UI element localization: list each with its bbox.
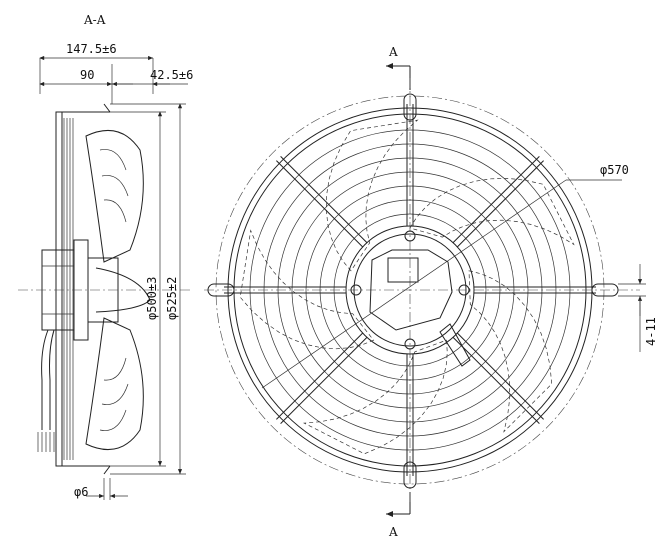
side-cable [37, 329, 55, 452]
hub-bolt-top [404, 230, 416, 242]
dimension-hole: φ6 [74, 478, 128, 500]
guard-to-hub-label: 90 [80, 68, 94, 82]
guard-spoke [452, 337, 540, 424]
section-mark-top: A [386, 45, 411, 90]
hub-bolt-right [458, 284, 470, 296]
dimension-overall-depth: 147.5±6 [39, 42, 154, 94]
fan-blade [302, 339, 448, 455]
guard-spoke [457, 332, 544, 420]
front-view: A A [204, 45, 658, 539]
dimension-guard-diameter: φ500±3 [110, 111, 166, 467]
mount-feet [207, 93, 619, 489]
hole-diameter-label: φ6 [74, 485, 88, 499]
fan-blade [409, 178, 575, 246]
mount-diameter-label: φ525±2 [165, 277, 179, 320]
guard-spoke [276, 332, 363, 420]
section-mark-bottom: A [386, 492, 411, 539]
fan-blade [239, 229, 375, 350]
fan-blades [239, 119, 575, 455]
cable-gland [439, 323, 471, 367]
guard-spoke [452, 156, 540, 243]
overall-depth-label: 147.5±6 [66, 42, 117, 56]
side-blades [85, 129, 151, 451]
side-view: A-A 147.5±6 90 42.5±6 [18, 13, 193, 500]
outer-diameter-label: φ570 [600, 163, 629, 177]
section-label: A-A [83, 13, 106, 27]
dimension-mount-diameter: φ525±2 [110, 103, 186, 475]
dimension-hub-offset: 42.5±6 [112, 68, 193, 87]
hub-bolt-bottom [404, 338, 416, 350]
dimension-outer-diameter: φ570 [261, 163, 629, 389]
section-mark-top-label: A [388, 45, 398, 59]
dimension-guard-to-hub: 90 [39, 64, 113, 104]
guard-spoke [276, 160, 363, 248]
guard-spoke [457, 160, 544, 248]
motor-hub [345, 225, 475, 367]
hub-offset-label: 42.5±6 [150, 68, 193, 82]
fan-blade [325, 119, 419, 272]
mount-slot-label: 4-11 [644, 317, 658, 346]
guard-spoke [280, 156, 368, 243]
guard-spoke [280, 337, 368, 424]
guard-diameter-label: φ500±3 [145, 277, 159, 320]
section-mark-bottom-label: A [388, 525, 398, 539]
hub-bolt-left [350, 284, 362, 296]
guard-spokes [224, 104, 596, 476]
fan-blade [468, 270, 553, 433]
dimension-mount-slot: 4-11 [618, 264, 658, 352]
side-guard [55, 103, 111, 475]
